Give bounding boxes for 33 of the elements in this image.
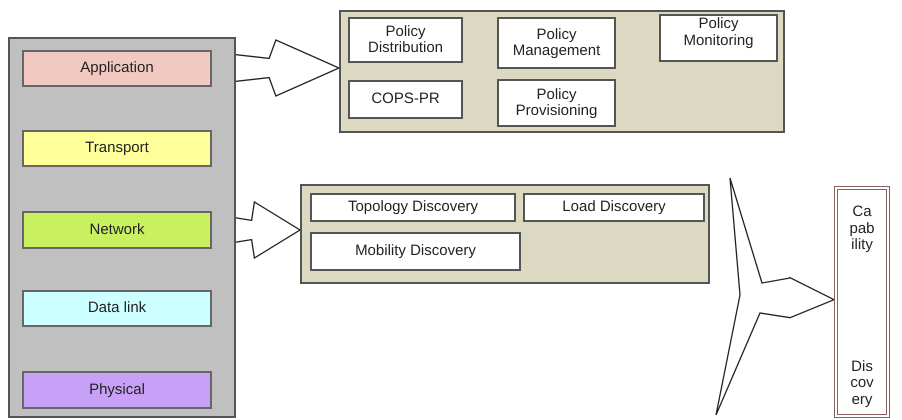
function-box <box>497 79 616 127</box>
label: Data link <box>88 300 146 317</box>
function-box <box>497 17 616 69</box>
function-box <box>348 17 463 63</box>
label: Dis cov ery <box>849 358 875 408</box>
layer-box <box>22 211 212 249</box>
layer-box <box>22 50 212 87</box>
label: Load Discovery <box>562 199 666 216</box>
block-arrow <box>715 177 836 416</box>
capability-box <box>834 186 890 418</box>
label: COPS-PR <box>371 91 440 108</box>
label: Policy Provisioning <box>514 86 598 120</box>
label: Application <box>80 60 154 77</box>
layer-box <box>22 371 212 409</box>
label: Topology Discovery <box>348 199 478 216</box>
label: Ca pab ility <box>848 204 876 254</box>
label: Network <box>89 222 144 238</box>
label: Policy Management <box>512 26 602 60</box>
label: Mobility Discovery <box>355 243 476 260</box>
function-box <box>523 193 705 222</box>
layer-stack-panel <box>8 37 236 418</box>
function-box <box>348 80 463 119</box>
function-box <box>310 232 521 271</box>
layer-box <box>22 130 212 167</box>
label: Policy Distribution <box>366 24 444 56</box>
label: Policy Monitoring <box>682 16 755 49</box>
group-panel <box>300 184 710 284</box>
function-box <box>659 14 778 62</box>
label: Physical <box>89 382 145 398</box>
layer-box <box>22 290 212 327</box>
group-panel <box>339 10 785 133</box>
function-box <box>310 193 516 222</box>
label: Transport <box>85 140 149 157</box>
